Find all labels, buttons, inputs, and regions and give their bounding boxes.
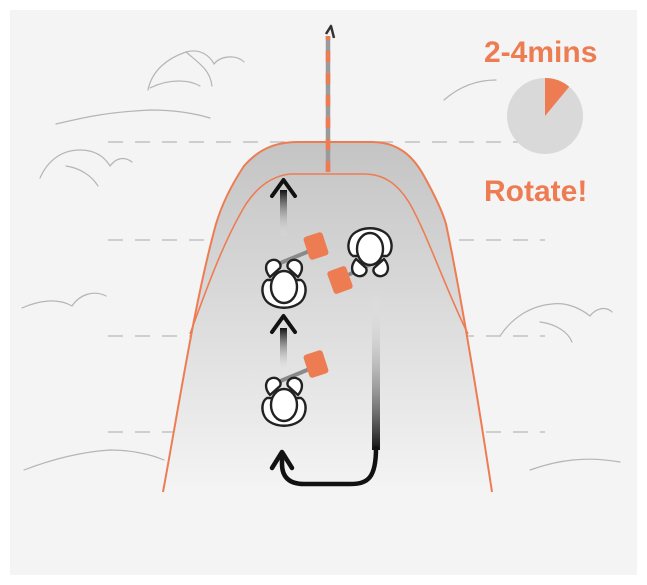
rotate-label: Rotate!: [484, 177, 587, 207]
timer-label: 2-4mins: [484, 38, 597, 68]
timer-pie-icon: [507, 78, 583, 154]
